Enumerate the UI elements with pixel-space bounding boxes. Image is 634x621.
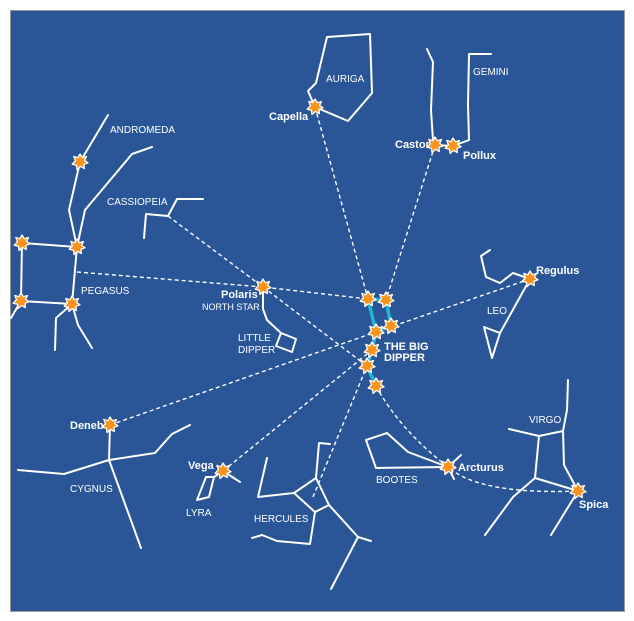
label-pegasus: PEGASUS	[81, 286, 130, 297]
leo-lines	[480, 249, 531, 284]
label-auriga: AURIGA	[326, 74, 365, 85]
label-deneb: Deneb	[70, 420, 104, 432]
label-capella: Capella	[269, 111, 309, 123]
andromeda-lines	[68, 114, 109, 248]
cygnus-lines	[108, 459, 142, 549]
capella-line	[314, 106, 369, 300]
label-andromeda: ANDROMEDA	[110, 125, 175, 136]
auriga-lines	[307, 33, 373, 122]
leo-lines-2	[483, 278, 531, 359]
label-little-dipper-2: DIPPER	[238, 345, 275, 356]
label-little-dipper-1: LITTLE	[238, 333, 271, 344]
label-hercules: HERCULES	[254, 514, 309, 525]
cassiopeia-lines	[143, 198, 204, 239]
label-north-star: NORTH STAR	[202, 302, 260, 312]
label-arcturus: Arcturus	[458, 462, 504, 474]
labels: ANDROMEDA CASSIOPEIA PEGASUS Polaris NOR…	[70, 67, 609, 525]
label-big-dipper-2: DIPPER	[384, 352, 425, 364]
vega-line	[222, 349, 373, 472]
label-castor: Castor	[395, 139, 431, 151]
hercules-lines	[315, 442, 331, 479]
constellation-lines	[10, 33, 579, 590]
label-big-dipper-1: THE BIG	[384, 341, 429, 353]
label-bootes: BOOTES	[376, 475, 418, 486]
label-pollux: Pollux	[463, 150, 497, 162]
hercules-lines	[257, 457, 295, 498]
big-dipper-handle	[365, 331, 378, 387]
label-polaris: Polaris	[221, 289, 258, 301]
label-virgo: VIRGO	[529, 415, 561, 426]
label-cygnus: CYGNUS	[70, 484, 113, 495]
little-dipper-bowl	[275, 332, 297, 353]
hercules-line	[312, 365, 368, 498]
hercules-lines	[330, 536, 359, 590]
deneb-line	[109, 331, 377, 426]
bootes-lines	[365, 432, 449, 469]
virgo-lines	[484, 477, 536, 536]
label-cassiopeia: CASSIOPEIA	[107, 197, 168, 208]
label-spica: Spica	[579, 499, 609, 511]
label-vega: Vega	[188, 460, 215, 472]
label-gemini: GEMINI	[473, 67, 509, 78]
regulus-line	[375, 278, 531, 333]
cygnus-lines	[17, 424, 191, 475]
polaris-dipper-line	[262, 286, 368, 367]
hercules-lines	[251, 511, 316, 545]
virgo-lines	[550, 490, 579, 536]
little-dipper-handle	[262, 286, 282, 334]
cassiopeia-polaris-line	[167, 215, 264, 288]
pegasus-lines	[71, 303, 93, 349]
lyra-lines	[196, 470, 224, 501]
pegasus-lines	[54, 303, 73, 351]
label-lyra: LYRA	[186, 508, 212, 519]
pointer-lines	[76, 106, 579, 498]
castor-line	[385, 144, 436, 301]
label-leo: LEO	[487, 306, 507, 317]
arc-to-arcturus-spica	[375, 385, 579, 493]
label-regulus: Regulus	[536, 265, 579, 277]
sky-background	[10, 10, 625, 612]
gemini-lines	[426, 48, 492, 147]
andromeda-lines-2	[76, 146, 153, 248]
